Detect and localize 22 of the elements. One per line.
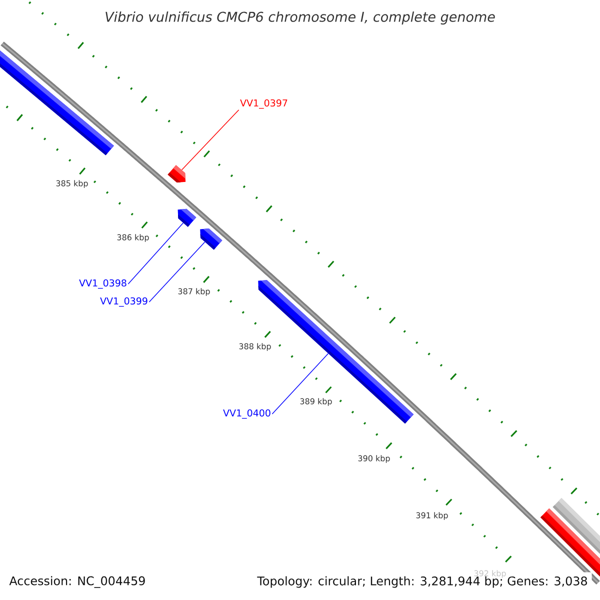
gene-feature xyxy=(168,165,186,183)
scale-label: 389 kbp xyxy=(300,398,332,406)
gene-label: VV1_0399 xyxy=(100,297,148,307)
scale-label: 386 kbp xyxy=(117,234,149,242)
gene-label: VV1_0400 xyxy=(223,409,270,419)
scale-label: 392 kbp xyxy=(474,570,506,578)
leader-line xyxy=(148,242,206,302)
gene-label: VV1_0397 xyxy=(240,99,288,109)
scale-label: 387 kbp xyxy=(178,288,210,296)
scale-label: 385 kbp xyxy=(56,180,88,188)
gene-feature xyxy=(200,228,222,250)
map-title: Vibrio vulnificus CMCP6 chromosome I, complete genome xyxy=(106,11,495,25)
gene-feature xyxy=(178,208,196,227)
gene-label: VV1_0398 xyxy=(79,279,126,289)
leader-line xyxy=(128,222,184,284)
leader-line xyxy=(272,353,329,414)
scale-label: 390 kbp xyxy=(358,455,390,463)
leader-line xyxy=(181,109,240,170)
scale-label: 391 kbp xyxy=(416,512,448,520)
accession-text: Accession: NC_004459 xyxy=(9,576,145,588)
gene-bar xyxy=(0,50,114,156)
scale-label: 388 kbp xyxy=(239,343,271,351)
